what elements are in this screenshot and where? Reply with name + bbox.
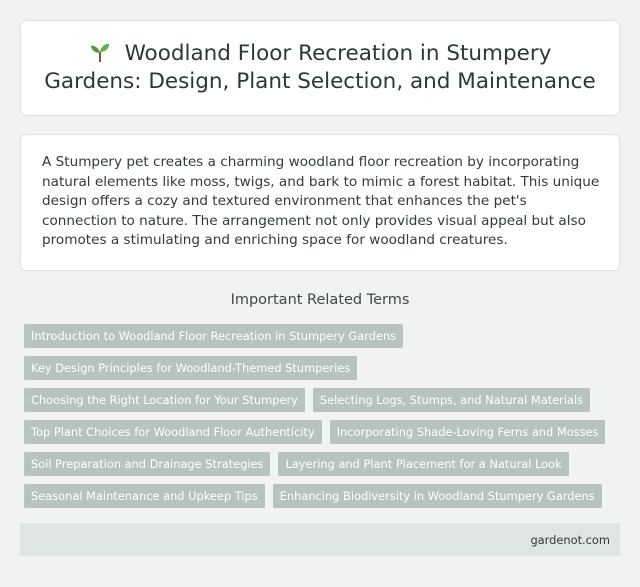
description-text: A Stumpery pet creates a charming woodla… [42, 154, 600, 249]
page-title-text: Woodland Floor Recreation in Stumpery Ga… [44, 41, 596, 94]
related-term-tag[interactable]: Incorporating Shade-Loving Ferns and Mos… [329, 420, 606, 444]
related-term-tag[interactable]: Introduction to Woodland Floor Recreatio… [24, 324, 404, 348]
page-title: Woodland Floor Recreation in Stumpery Ga… [37, 40, 603, 96]
related-term-tag[interactable]: Choosing the Right Location for Your Stu… [24, 388, 305, 412]
title-card: Woodland Floor Recreation in Stumpery Ga… [20, 20, 620, 116]
related-term-tag[interactable]: Soil Preparation and Drainage Strategies [24, 452, 271, 476]
seedling-icon [90, 43, 109, 63]
related-term-tag[interactable]: Enhancing Biodiversity in Woodland Stump… [272, 484, 602, 508]
related-term-tag[interactable]: Seasonal Maintenance and Upkeep Tips [24, 484, 265, 508]
related-term-tag[interactable]: Selecting Logs, Stumps, and Natural Mate… [312, 388, 591, 412]
related-terms-list: Introduction to Woodland Floor Recreatio… [24, 324, 620, 508]
description-card: A Stumpery pet creates a charming woodla… [20, 134, 620, 271]
footer-site-link[interactable]: gardenot.com [530, 532, 610, 547]
related-term-tag[interactable]: Top Plant Choices for Woodland Floor Aut… [24, 420, 322, 444]
related-term-tag[interactable]: Key Design Principles for Woodland-Theme… [24, 356, 358, 380]
footer: gardenot.com [20, 523, 620, 556]
related-term-tag[interactable]: Layering and Plant Placement for a Natur… [278, 452, 569, 476]
related-terms-heading: Important Related Terms [230, 292, 410, 308]
